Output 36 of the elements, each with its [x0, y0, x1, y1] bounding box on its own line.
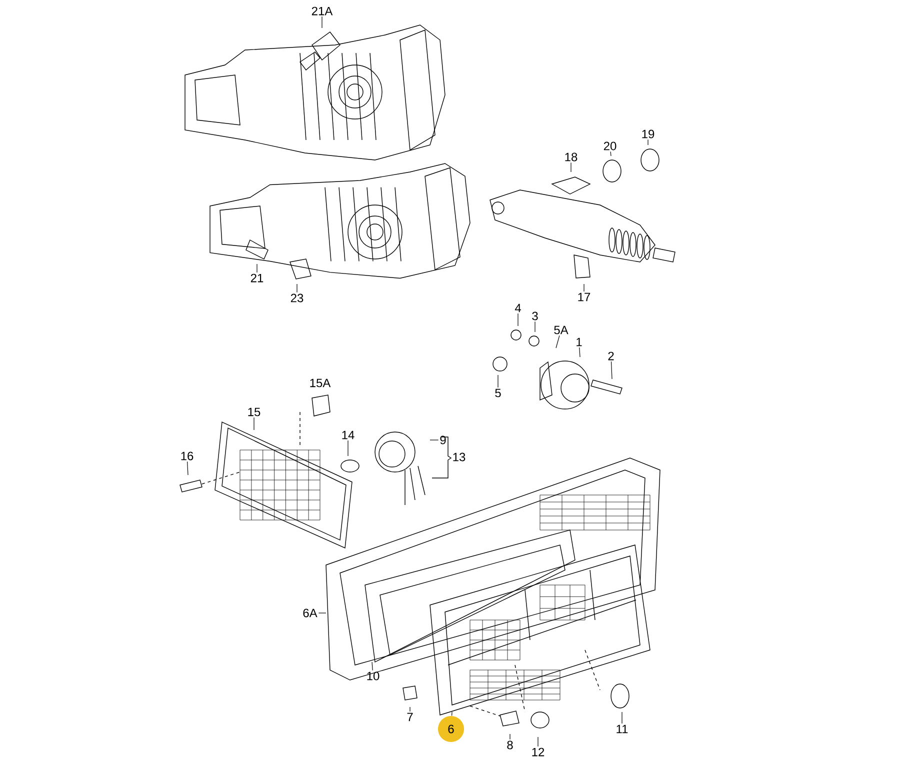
callout-number: 8	[507, 740, 513, 750]
leader-line	[556, 335, 560, 348]
callout-number: 15	[248, 408, 260, 416]
callout-number: 2	[608, 352, 614, 360]
leader-line	[610, 151, 612, 156]
callout-number: 17	[578, 292, 590, 302]
callout-number: 1	[576, 338, 582, 346]
callout-number: 5A	[554, 326, 568, 334]
callout-number: 3	[532, 312, 538, 320]
callout-number: 23	[290, 294, 304, 302]
callout-number: 4	[514, 304, 521, 312]
callout-number: 21	[250, 274, 264, 282]
leader-line	[296, 284, 298, 293]
callout-number: 12	[532, 748, 544, 756]
leader-line	[372, 662, 373, 671]
leader-line	[187, 461, 188, 476]
callout-number: 6A	[303, 608, 318, 618]
callout-number: 14	[342, 430, 354, 440]
callout-number: 18	[565, 152, 578, 162]
leader-line	[534, 321, 536, 332]
callout-number: 16	[181, 452, 194, 460]
leader-line	[610, 361, 612, 380]
callout-number: 15A	[310, 378, 331, 388]
callout-number: 10	[367, 672, 380, 680]
leader-line	[570, 162, 572, 172]
callout-number: 21A	[312, 6, 333, 16]
leader-line	[256, 264, 258, 273]
callout-number: 20	[604, 142, 616, 150]
leader-line	[318, 612, 326, 614]
callout-number: 5	[495, 388, 501, 398]
callout-number: 7	[407, 712, 413, 722]
callout-number: 19	[642, 130, 654, 138]
leader-line	[579, 347, 580, 358]
callout-number: 11	[616, 724, 628, 734]
callout-number: 13	[453, 452, 466, 462]
callout-number: 9	[440, 436, 446, 444]
